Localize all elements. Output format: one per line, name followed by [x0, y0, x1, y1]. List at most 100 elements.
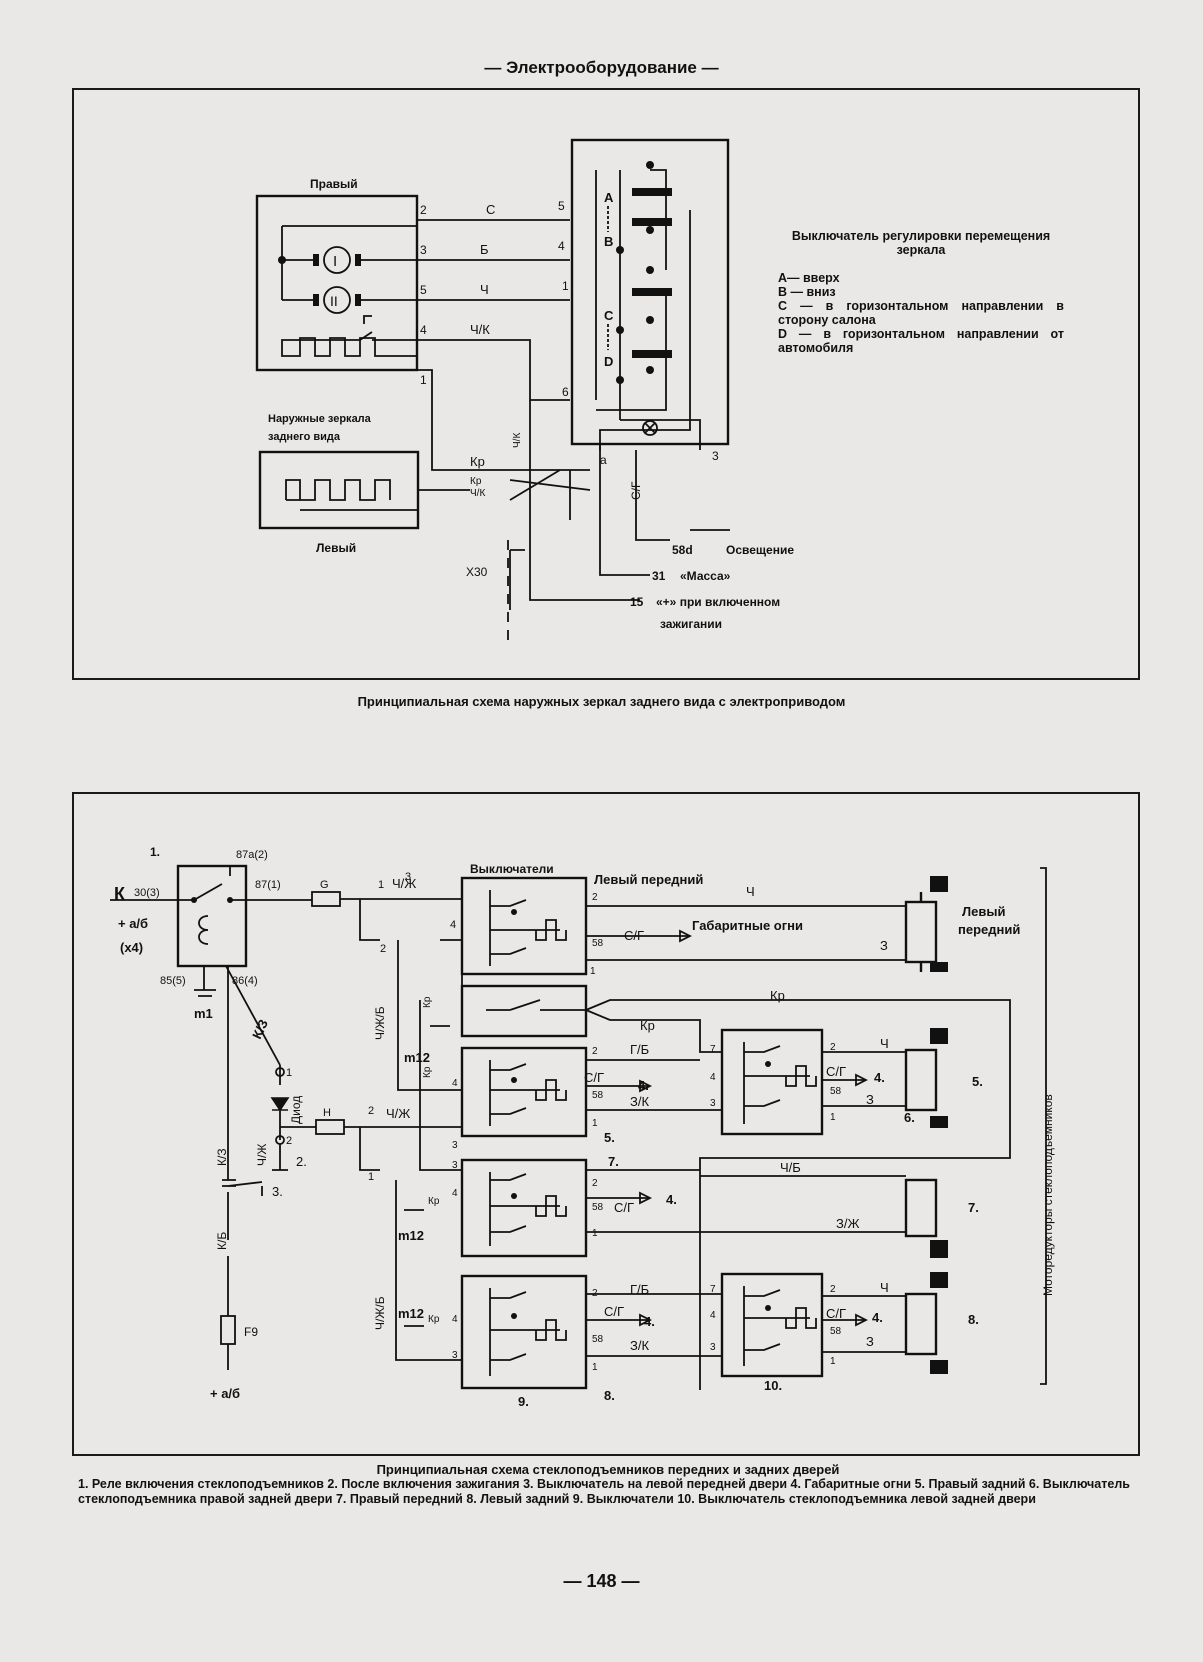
legend-item: B — вниз [778, 285, 836, 299]
connector-h [315, 1119, 345, 1135]
page-header: — Электрооборудование — [484, 58, 719, 77]
pin: 3 [452, 1160, 458, 1171]
switch-internals [486, 999, 586, 1011]
pin: 2 [830, 1284, 836, 1295]
motor-left-front-label-2: передний [958, 922, 1020, 937]
pin: 2 [830, 1042, 836, 1053]
wire-sg: С/Г [826, 1306, 846, 1321]
wire-sg: С/Г [826, 1064, 846, 1079]
switch-left-rear [460, 1274, 588, 1390]
terminal-30: 30(3) [134, 887, 160, 899]
wire-z: З [880, 938, 888, 953]
parking-lights-label: Габаритные огни [692, 918, 803, 933]
motor-gear [930, 876, 948, 892]
switch-lock [460, 984, 588, 1038]
pin: 4 [710, 1072, 716, 1083]
legend-item: D — в горизонтальном направлении от авто… [778, 327, 1064, 355]
motor-gear [930, 1028, 948, 1044]
fuse-label: F9 [244, 1325, 258, 1339]
contact [616, 376, 624, 384]
switch-label: D [604, 354, 613, 369]
label-3: 3. [272, 1184, 283, 1199]
switch-right-front [460, 1158, 588, 1258]
label-5: 5. [972, 1074, 983, 1089]
pin: 1 [368, 1171, 374, 1183]
switch-internals [489, 890, 567, 966]
lamp-dot [765, 1305, 771, 1311]
switch-bar [632, 188, 672, 196]
wire-kr: Кр [640, 1018, 655, 1033]
label-4: 4. [872, 1310, 883, 1325]
wire-kr-small: Кр [422, 1066, 433, 1078]
pin: 58 [830, 1326, 842, 1337]
label-4: 4. [874, 1070, 885, 1085]
wire-chzh: Ч/Ж [386, 1106, 410, 1121]
ignition-terminal [272, 1144, 288, 1171]
right-mirror-label: Правый [310, 177, 358, 191]
label-5: 5. [604, 1130, 615, 1145]
wire-label: С [486, 202, 495, 217]
motor-gear [930, 1272, 948, 1288]
pin: 58 [592, 1202, 604, 1213]
pin: 4 [452, 1078, 458, 1089]
connector-g [311, 891, 341, 907]
motor-7 [904, 1178, 938, 1238]
pin: 7 [710, 1044, 716, 1055]
ground-symbol [404, 1025, 450, 1327]
ground-m12: m12 [398, 1228, 424, 1243]
wire-kr-small: Кр [428, 1196, 440, 1207]
terminal-86: 86(4) [232, 975, 258, 987]
fuse-f9 [220, 1315, 236, 1345]
pin: 4 [710, 1310, 716, 1321]
mirror-caption: Принципиальная схема наружных зеркал зад… [357, 694, 846, 709]
motor-left-front-label-1: Левый [962, 904, 1005, 919]
pin: a [600, 453, 607, 467]
feed-wires [280, 898, 462, 1171]
wire-label: Ч [480, 282, 489, 297]
window-wires [585, 905, 1011, 1390]
terminal-circle [275, 1067, 285, 1077]
relay-contact [227, 897, 233, 903]
contact [646, 226, 654, 234]
arrow-heads [639, 929, 869, 1327]
motor-1-symbol [323, 246, 351, 274]
outer-mirrors-label-1: Наружные зеркала [268, 413, 372, 425]
lamp-dot [511, 1077, 517, 1083]
contact [616, 326, 624, 334]
pin: 3 [710, 1342, 716, 1353]
pin: 58 [592, 938, 604, 949]
wire-kr-small: Кр [428, 1314, 440, 1325]
wire-sg: С/Г [624, 928, 644, 943]
lamp-symbol [642, 420, 658, 436]
terminal-31: 31 [652, 569, 666, 583]
terminal-15: 15 [630, 595, 644, 609]
label-9: 9. [518, 1394, 529, 1409]
switch-bar [632, 288, 672, 296]
wire-chzhb: Ч/Ж/Б [373, 1296, 387, 1330]
wire-label: Ч/К [470, 488, 485, 499]
motor-gear [930, 1360, 948, 1374]
wire-label: Б [480, 242, 489, 257]
switch-internal-wiring [595, 169, 701, 450]
wire-label: Ч/К [512, 433, 523, 448]
wire-label: Кр [470, 476, 482, 487]
ground-symbol [194, 989, 216, 997]
switch-label: C [604, 308, 614, 323]
switch-internals [743, 1286, 817, 1366]
relay-number: 1. [150, 845, 160, 859]
switch-bar [632, 350, 672, 358]
relay-x4-label: (x4) [120, 940, 143, 955]
left-mirror-heater [285, 479, 470, 511]
mirror-diagram-frame [72, 88, 1140, 680]
motor-8 [904, 1292, 938, 1356]
label-8: 8. [604, 1388, 615, 1403]
pin: 3 [712, 449, 719, 463]
label-4: 4. [666, 1192, 677, 1207]
relay-k-label: К [114, 884, 126, 904]
motor-bracket [1040, 867, 1047, 1385]
lamp-dot [511, 1193, 517, 1199]
terminal-wires [509, 520, 730, 610]
mirror-wires [417, 219, 590, 471]
relay-box [176, 864, 248, 968]
pin: 3 [405, 871, 411, 883]
